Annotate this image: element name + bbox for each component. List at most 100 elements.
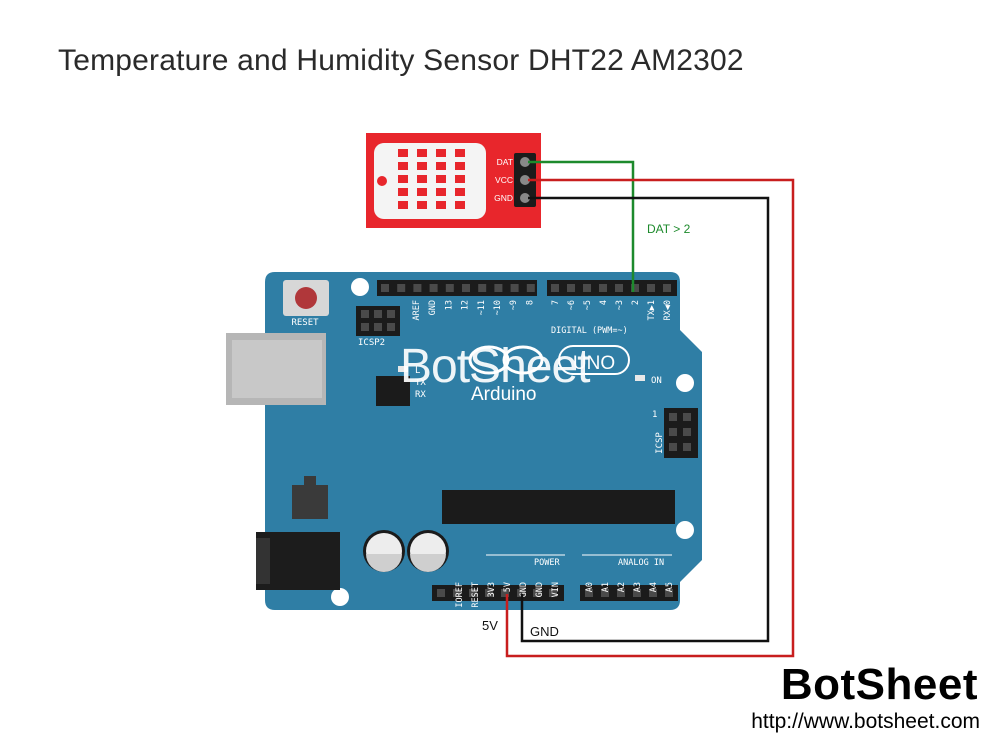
atmega-chip xyxy=(442,490,675,524)
sensor-vent xyxy=(417,162,427,170)
sensor-vent xyxy=(455,188,465,196)
mounting-hole xyxy=(676,521,694,539)
header-pin-hole xyxy=(549,589,557,597)
pin-label: RESET xyxy=(471,582,481,608)
sensor-vent xyxy=(398,162,408,170)
pin-label: A2 xyxy=(617,582,627,592)
gnd-wire xyxy=(520,196,770,643)
analog-label: ANALOG IN xyxy=(618,558,664,568)
sensor-pin-vcc xyxy=(520,175,530,185)
icsp-pin xyxy=(669,413,677,421)
header-pin-hole xyxy=(665,589,673,597)
header-pin-hole xyxy=(533,589,541,597)
header-pin-hole xyxy=(599,284,607,292)
pin-label: 13 xyxy=(444,300,454,310)
reset-button-cap[interactable] xyxy=(295,287,317,309)
power-jack-front xyxy=(256,538,270,584)
header-pin-hole xyxy=(437,589,445,597)
sensor-pin-label: DAT xyxy=(497,157,513,167)
header-pin-hole xyxy=(601,589,609,597)
sensor-vent xyxy=(436,188,446,196)
watermark: BotSheet xyxy=(400,340,590,393)
header-pin-hole xyxy=(567,284,575,292)
pin-label: GND xyxy=(428,300,438,315)
pin-label: 2 xyxy=(631,300,641,305)
header-pin-hole xyxy=(647,284,655,292)
header-pin-hole xyxy=(485,589,493,597)
reset-label: RESET xyxy=(291,318,319,328)
header-pin-hole xyxy=(551,284,559,292)
sensor-vent xyxy=(436,162,446,170)
icsp-pin xyxy=(683,428,691,436)
page-title: Temperature and Humidity Sensor DHT22 AM… xyxy=(58,44,744,77)
pin-label: ~11 xyxy=(477,300,487,315)
header-pin-hole xyxy=(517,589,525,597)
pin-label: GND xyxy=(519,582,529,597)
pin-label: VIN xyxy=(551,582,561,597)
pin-label: A0 xyxy=(585,582,595,592)
sensor-vent xyxy=(455,162,465,170)
header-pin-hole xyxy=(585,589,593,597)
arduino-logo-icon xyxy=(468,345,630,375)
header-pin-hole xyxy=(649,589,657,597)
pin-label: ~5 xyxy=(583,300,593,310)
pin-label: A4 xyxy=(649,582,659,592)
icsp-pin xyxy=(683,443,691,451)
board-pcb xyxy=(265,272,702,610)
data-wire xyxy=(528,160,635,292)
sensor-housing xyxy=(374,143,486,219)
digital-header-right xyxy=(547,280,677,296)
header-pin-hole xyxy=(453,589,461,597)
arduino-brand-text: Arduino xyxy=(471,384,537,405)
rx-label: RX xyxy=(415,390,426,400)
sensor-mount-hole xyxy=(377,176,387,186)
sensor-vent xyxy=(417,201,427,209)
capacitor xyxy=(407,530,449,572)
sensor-vent xyxy=(398,188,408,196)
sensor-vent xyxy=(417,175,427,183)
header-pin-hole xyxy=(445,284,454,292)
pin-label: ~10 xyxy=(493,300,503,315)
pin-label: 4 xyxy=(599,300,609,305)
pin-label: 5V xyxy=(503,582,513,592)
mounting-hole xyxy=(331,588,349,606)
voltage-regulator-tab xyxy=(304,476,316,488)
vcc-wire-label: 5V xyxy=(482,618,498,633)
header-pin-hole xyxy=(615,284,623,292)
sensor-vent xyxy=(455,201,465,209)
pin-label: ~6 xyxy=(567,300,577,310)
pin-label: 7 xyxy=(551,300,561,305)
usb-connector-inner xyxy=(232,340,322,398)
icsp-pin xyxy=(669,443,677,451)
icsp2-pin xyxy=(387,323,395,331)
header-pin-hole xyxy=(494,284,503,292)
header-pin-hole xyxy=(617,589,625,597)
sensor-vent xyxy=(455,175,465,183)
icsp2-pin xyxy=(361,310,369,318)
sensor-vent xyxy=(417,149,427,157)
pin-label: A3 xyxy=(633,582,643,592)
brand-name: BotSheet xyxy=(780,660,978,709)
icsp-pin xyxy=(669,428,677,436)
header-pin-hole xyxy=(501,589,509,597)
header-pin-hole xyxy=(663,284,671,292)
header-pin-hole xyxy=(583,284,591,292)
sensor-vent xyxy=(398,149,408,157)
icsp-pin-one-label: 1 xyxy=(652,410,657,420)
header-pin-hole xyxy=(397,284,406,292)
sensor-vent xyxy=(436,201,446,209)
pin-label: 12 xyxy=(461,300,471,310)
sensor-pin-gnd xyxy=(520,193,530,203)
sensor-vent xyxy=(436,175,446,183)
icsp2-pin xyxy=(374,323,382,331)
pin-label: AREF xyxy=(412,300,422,320)
brand-url[interactable]: http://www.botsheet.com xyxy=(751,710,980,733)
icsp-pin xyxy=(683,413,691,421)
capacitor xyxy=(363,530,405,572)
l-led xyxy=(398,366,408,372)
data-wire-label: DAT > 2 xyxy=(647,222,691,236)
sensor-pin-label: GND xyxy=(494,193,513,203)
